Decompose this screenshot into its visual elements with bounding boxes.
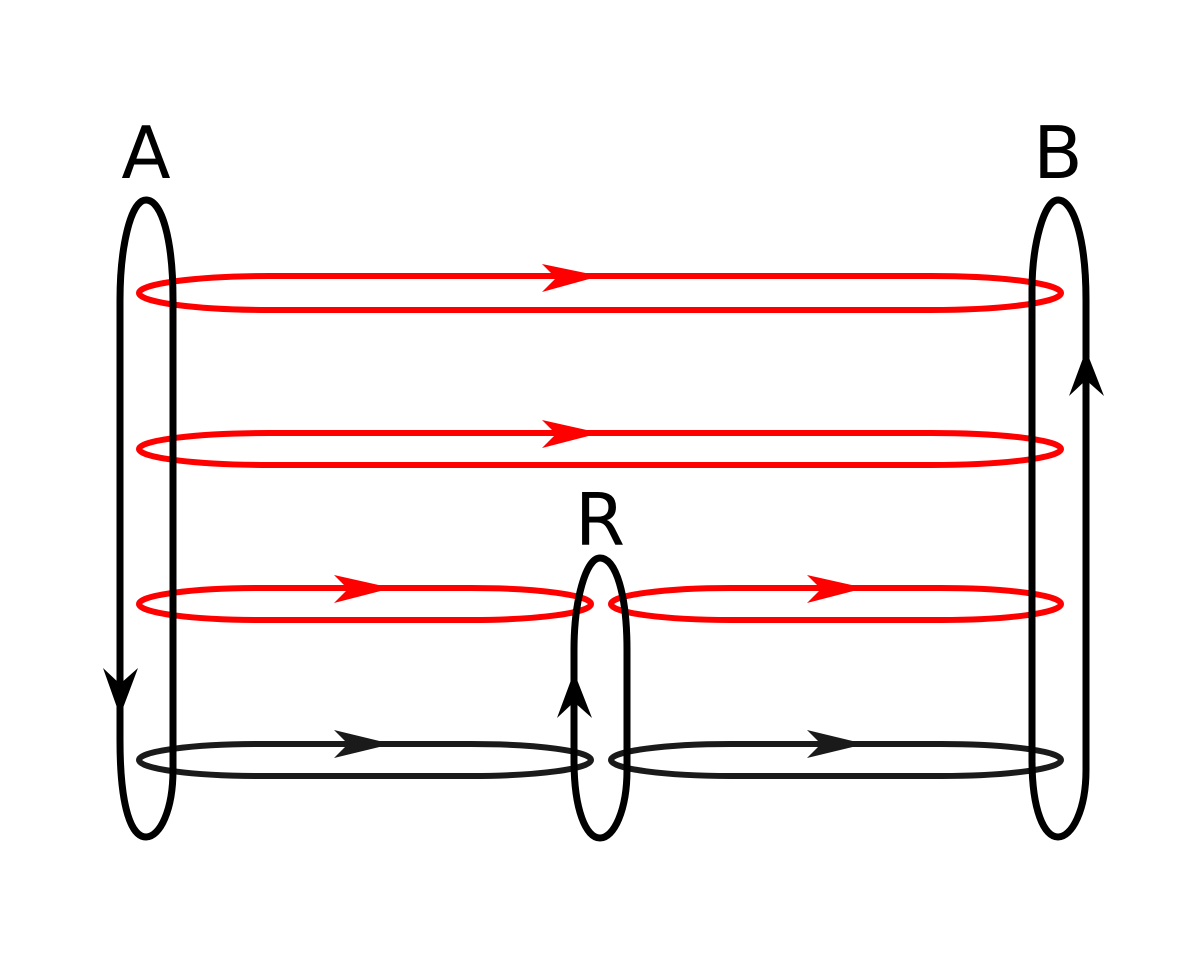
red-loops (136, 273, 1064, 623)
black-loops (136, 741, 1064, 779)
arrow-right-icon (334, 730, 392, 758)
vertical-loop-r (570, 554, 631, 842)
vertical-loop-b (1028, 196, 1090, 841)
red-arrows (334, 264, 865, 603)
vertical-arrows (103, 350, 1104, 718)
arrow-up-icon (1069, 350, 1104, 396)
vertical-loop-a (116, 196, 177, 841)
arrow-right-icon (542, 264, 600, 292)
arrow-right-icon (807, 730, 865, 758)
vertical-loops (116, 196, 1090, 842)
arrow-right-icon (334, 575, 392, 603)
black-horizontal-arrows (334, 730, 865, 758)
arrow-right-icon (807, 575, 865, 603)
label-r: R (575, 478, 625, 562)
label-b: B (1033, 111, 1082, 195)
red-loop-1 (136, 273, 1064, 313)
arrow-down-icon (103, 668, 138, 716)
arrow-right-icon (542, 420, 600, 448)
red-loop-2 (136, 430, 1064, 468)
arrow-up-icon (557, 672, 592, 718)
label-a: A (121, 111, 170, 195)
